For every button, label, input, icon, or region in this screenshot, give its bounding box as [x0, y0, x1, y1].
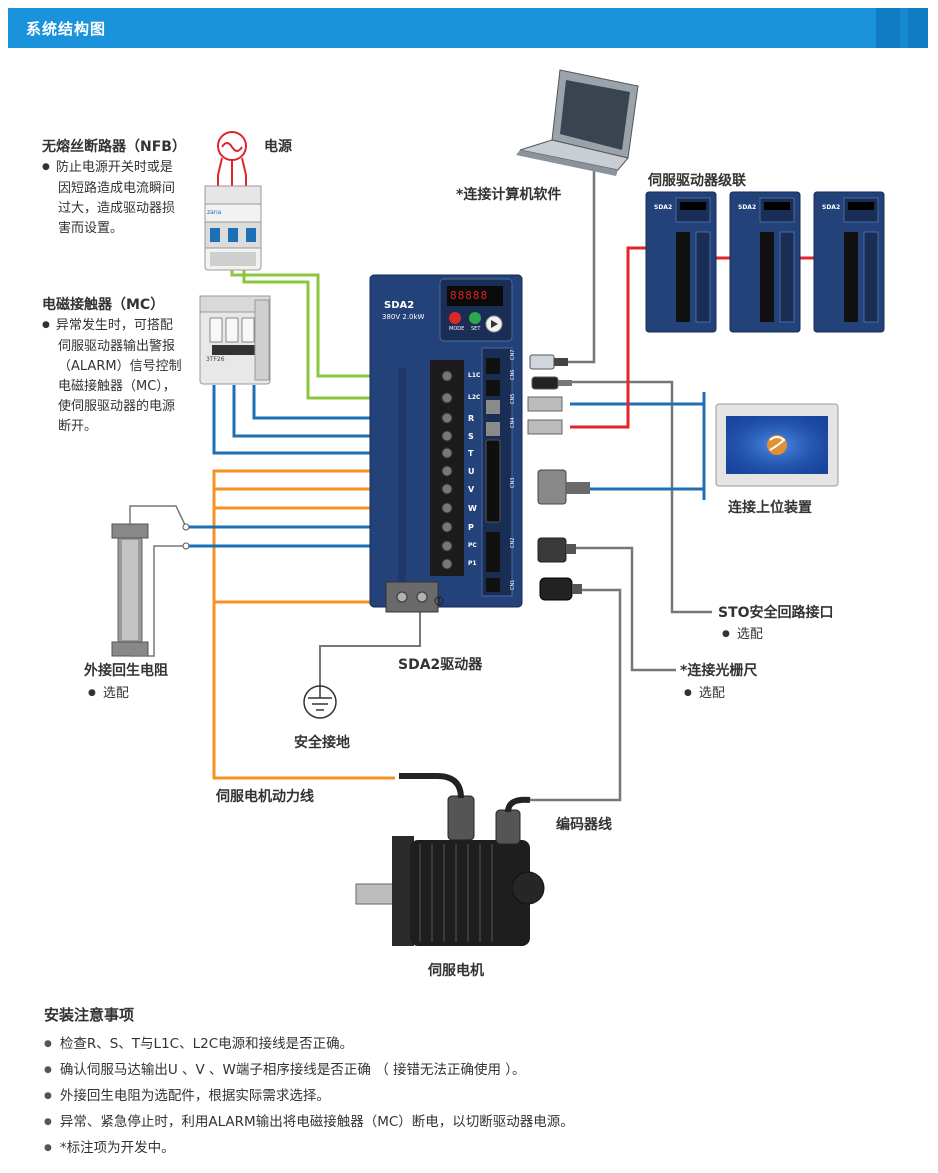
scale-optional: 选配 [684, 682, 725, 701]
nfb-description: ●防止电源开关时或是 因短路造成电流瞬间 过大，造成驱动器损 害而设置。 [42, 158, 175, 239]
drive-display: 88888 [450, 289, 489, 302]
cascade-label: 伺服驱动器级联 [648, 173, 746, 189]
motor-label: 伺服电机 [428, 963, 484, 979]
cascade-drives [645, 191, 885, 333]
mc-desc-line: ●异常发生时，可搭配 [42, 318, 173, 333]
terminal-label: PC [468, 542, 477, 549]
power-source-symbol [217, 131, 247, 190]
cascade-drive-model: SDA2 [738, 204, 757, 211]
connector-label: CN3 [510, 477, 516, 488]
install-note-item: 检查R、S、T与L1C、L2C电源和接线是否正确。 [44, 1032, 353, 1052]
terminal-label: L2C [468, 394, 481, 401]
mc-desc-line: 电磁接触器（MC）， [58, 379, 176, 394]
drive-rating: 380V 2.0kW [382, 313, 425, 321]
svg-text:zana: zana [207, 209, 222, 216]
drive-buttons [449, 312, 503, 333]
set-button-label[interactable]: SET [471, 326, 481, 332]
notes-title: 安装注意事项 [44, 1006, 135, 1024]
green-wires [230, 268, 440, 400]
encoder-cable [530, 588, 622, 802]
regen-resistor [111, 505, 190, 657]
mc-contactor: 3TF26 [199, 295, 271, 385]
power-label: 电源 [264, 139, 292, 155]
laptop [516, 69, 639, 176]
ground-label: 安全接地 [294, 735, 350, 751]
terminal-label: P1 [468, 560, 477, 567]
terminal-label: T [468, 449, 474, 458]
install-note-item: 外接回生电阻为选配件，根据实际需求选择。 [44, 1084, 330, 1104]
host-label: 连接上位装置 [728, 500, 812, 516]
mc-desc-line: （ALARM）信号控制 [58, 359, 182, 374]
scale-label: *连接光栅尺 [680, 663, 758, 679]
mc-desc-line: 使伺服驱动器的电源 [58, 399, 176, 414]
sto-label: STO安全回路接口 [718, 605, 834, 621]
mode-button-label[interactable]: MODE [449, 326, 465, 332]
connector-label: CN5 [510, 393, 516, 404]
nfb-desc-line: 因短路造成电流瞬间 [58, 181, 176, 196]
connector-label: CN6 [510, 369, 516, 380]
svg-text:3TF26: 3TF26 [206, 356, 225, 363]
terminal-label: V [468, 485, 475, 494]
mc-desc-line: 断开。 [58, 419, 98, 434]
connector-label: CN2 [510, 537, 516, 548]
drive-label: SDA2驱动器 [398, 657, 483, 673]
sda2-drive [369, 274, 523, 613]
scale-cable [574, 546, 676, 672]
ground-symbol [303, 685, 337, 719]
system-diagram: zana 3TF26 [111, 69, 885, 946]
sto-optional: 选配 [722, 623, 763, 642]
cascade-cable [570, 246, 660, 429]
install-note-item: *标注项为开发中。 [44, 1136, 175, 1156]
terminal-label: W [468, 504, 477, 513]
motor-power-label: 伺服电机动力线 [216, 789, 314, 805]
connector-label: CN4 [510, 417, 516, 428]
terminal-label: P [468, 523, 474, 532]
install-note-item: 异常、紧急停止时，利用ALARM输出将电磁接触器（MC）断电，以切断驱动器电源。 [44, 1110, 574, 1130]
nfb-title: 无熔丝断路器（NFB） [42, 139, 186, 155]
ground-wire [319, 612, 421, 686]
mc-desc-line: 伺服驱动器输出警报 [58, 339, 176, 354]
terminal-label: R [468, 414, 475, 423]
nfb-desc-line: 过大，造成驱动器损 [58, 201, 176, 216]
nfb-breaker: zana [204, 185, 262, 271]
nfb-desc-line: ●防止电源开关时或是 [42, 160, 173, 175]
terminal-label: L1C [468, 372, 481, 379]
header-accent-line [900, 8, 908, 48]
drive-plugs [527, 354, 590, 601]
mc-title: 电磁接触器（MC） [42, 297, 165, 313]
mc-description: ●异常发生时，可搭配 伺服驱动器输出警报 （ALARM）信号控制 电磁接触器（M… [42, 316, 182, 437]
drive-model: SDA2 [384, 300, 415, 311]
pc-software-label: *连接计算机软件 [456, 187, 562, 203]
pc-cable [568, 170, 596, 364]
connector-label: CN7 [510, 349, 516, 360]
servo-motor [355, 773, 545, 946]
host-hmi [715, 403, 839, 487]
section-header: 系统结构图 [8, 8, 928, 48]
connector-label: CN1 [510, 579, 516, 590]
nfb-desc-line: 害而设置。 [58, 221, 124, 236]
sto-cable [572, 380, 712, 614]
cascade-drive-model: SDA2 [822, 204, 841, 211]
terminal-label: S [468, 432, 474, 441]
regen-optional: 选配 [88, 682, 129, 701]
encoder-label: 编码器线 [556, 817, 612, 833]
page-title: 系统结构图 [26, 20, 107, 38]
terminal-screws [441, 370, 453, 570]
cascade-drive-model: SDA2 [654, 204, 673, 211]
install-note-item: 确认伺服马达输出U 、V 、W端子相序接线是否正确 （ 接错无法正确使用 ）。 [44, 1058, 526, 1078]
host-cables [570, 402, 704, 491]
regen-label: 外接回生电阻 [84, 663, 168, 679]
terminal-label: U [468, 467, 475, 476]
